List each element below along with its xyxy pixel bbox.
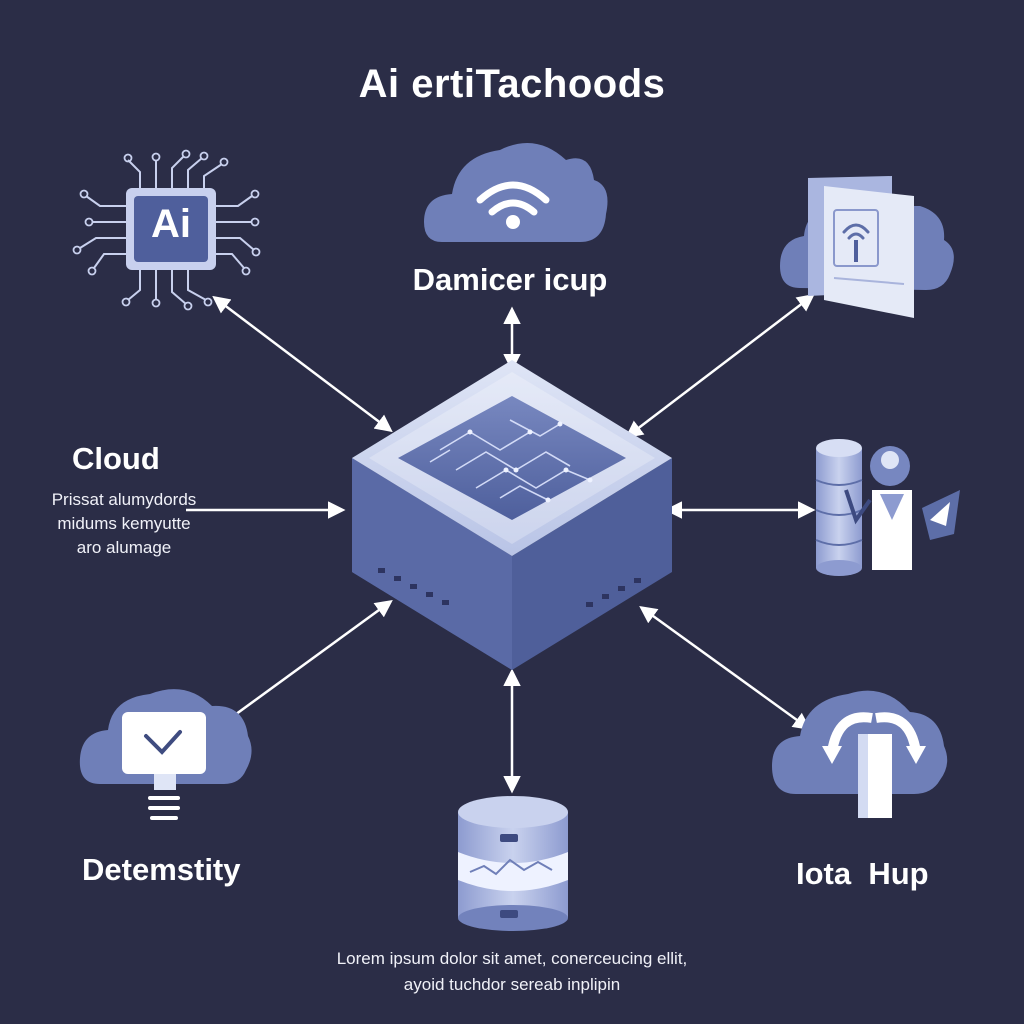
left-desc-line-3: aro alumage xyxy=(76,538,172,557)
diagram-title: Ai ertiTachoods xyxy=(358,62,666,106)
left-node-label: Cloud xyxy=(72,441,160,476)
connector-bottom-left xyxy=(214,599,393,731)
footer-line-2: ayoid tuchdor sereab inplipin xyxy=(403,975,621,994)
wifi-cloud-icon xyxy=(424,142,608,242)
ai-chip-label: Ai xyxy=(151,202,191,246)
central-hub-icon xyxy=(352,360,672,670)
connector-top-left xyxy=(212,295,393,433)
left-desc-line-2: midums kemyutte xyxy=(57,514,191,533)
cloud-document-icon xyxy=(780,176,954,318)
footer-line-1: Lorem ipsum dolor sit amet, conerceucing… xyxy=(336,949,688,968)
cloud-sync-icon xyxy=(772,690,948,818)
bottom-right-node-label: Iota Hup xyxy=(796,856,929,891)
cloud-display-icon xyxy=(79,689,252,820)
top-node-label: Damicer icup xyxy=(412,262,608,297)
ai-chip-icon xyxy=(72,149,261,311)
database-icon xyxy=(458,796,568,931)
footer-text: Lorem ipsum dolor sit amet, conerceucing… xyxy=(262,946,762,998)
connectors xyxy=(186,293,816,794)
connector-bottom-right xyxy=(639,605,811,731)
connector-top-right xyxy=(625,293,815,439)
bottom-left-node-label: Detemstity xyxy=(82,852,241,887)
database-users-icon xyxy=(815,439,960,576)
left-desc-line-1: Prissat alumydords xyxy=(51,490,197,509)
left-node-description: Prissat alumydords midums kemyutte aro a… xyxy=(24,488,224,560)
